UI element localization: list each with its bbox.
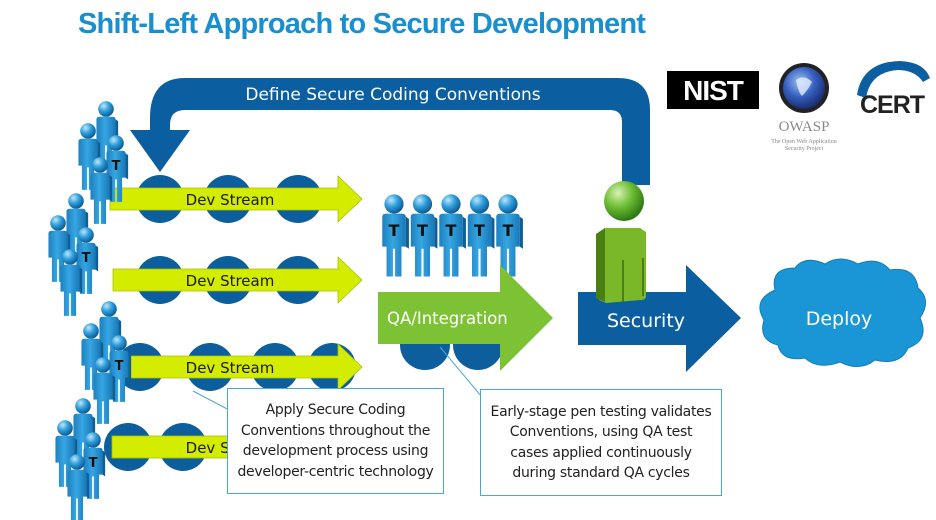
dev-stream-row: Dev Stream xyxy=(112,256,363,304)
tester-person-icon: T xyxy=(83,432,106,499)
tester-badge: T xyxy=(89,456,98,471)
callout-leader-line xyxy=(439,346,483,398)
feedback-loop-arrow xyxy=(130,78,650,185)
dev-stream-label: Dev Stream xyxy=(186,191,275,209)
tester-badge: T xyxy=(474,221,485,240)
security-person-icon xyxy=(596,181,646,303)
tester-badge: T xyxy=(115,359,124,374)
qa-integration-arrow xyxy=(378,265,553,371)
dev-stream-row: Dev Stream xyxy=(116,343,363,391)
qa-tester-icon: T xyxy=(410,194,438,277)
tester-person-icon: T xyxy=(109,335,132,402)
tester-person-icon: T xyxy=(76,227,99,294)
dev-stream-label: Dev Stream xyxy=(186,272,275,290)
qa-tester-icon: T xyxy=(382,194,409,277)
dev-stream-row: Dev Stream xyxy=(109,175,363,223)
tester-badge: T xyxy=(417,221,428,240)
tester-person-icon: T xyxy=(106,135,129,202)
cert-logo: CERT xyxy=(857,61,930,119)
svg-text:The Open Web Application: The Open Web Application xyxy=(771,139,837,145)
svg-text:Security Project: Security Project xyxy=(785,146,824,152)
deploy-cloud xyxy=(759,258,926,367)
dev-stream-label: Dev Stream xyxy=(186,359,275,377)
dev-stream-arrow xyxy=(112,256,363,304)
qa-integration-label: QA/Integration xyxy=(387,309,508,328)
tester-badge: T xyxy=(112,159,121,174)
feedback-loop-label: Define Secure Coding Conventions xyxy=(245,85,540,105)
security-arrow xyxy=(578,265,741,372)
dev-stream-arrow xyxy=(109,175,363,223)
callout-apply-secure-coding: Apply Secure Coding Conventions througho… xyxy=(227,388,444,494)
svg-text:OWASP: OWASP xyxy=(779,119,830,135)
nist-logo: NIST xyxy=(667,71,759,109)
svg-text:NIST: NIST xyxy=(683,75,744,106)
svg-text:CERT: CERT xyxy=(860,91,925,119)
tester-badge: T xyxy=(389,221,400,240)
page-title: Shift-Left Approach to Secure Developmen… xyxy=(78,8,646,40)
qa-tester-icon: T xyxy=(496,194,523,277)
callout-early-pen-testing: Early-stage pen testing validates Conven… xyxy=(480,389,722,496)
deploy-label: Deploy xyxy=(806,308,873,330)
dev-stream-arrow xyxy=(129,343,363,391)
tester-badge: T xyxy=(446,221,457,240)
owasp-logo: OWASP The Open Web Application Security … xyxy=(771,63,837,152)
qa-tester-icon: T xyxy=(439,194,466,277)
qa-tester-icon: T xyxy=(467,194,495,277)
tester-badge: T xyxy=(503,221,514,240)
callout-leader-line xyxy=(192,390,234,413)
tester-badge: T xyxy=(82,251,91,266)
security-label: Security xyxy=(607,310,685,332)
